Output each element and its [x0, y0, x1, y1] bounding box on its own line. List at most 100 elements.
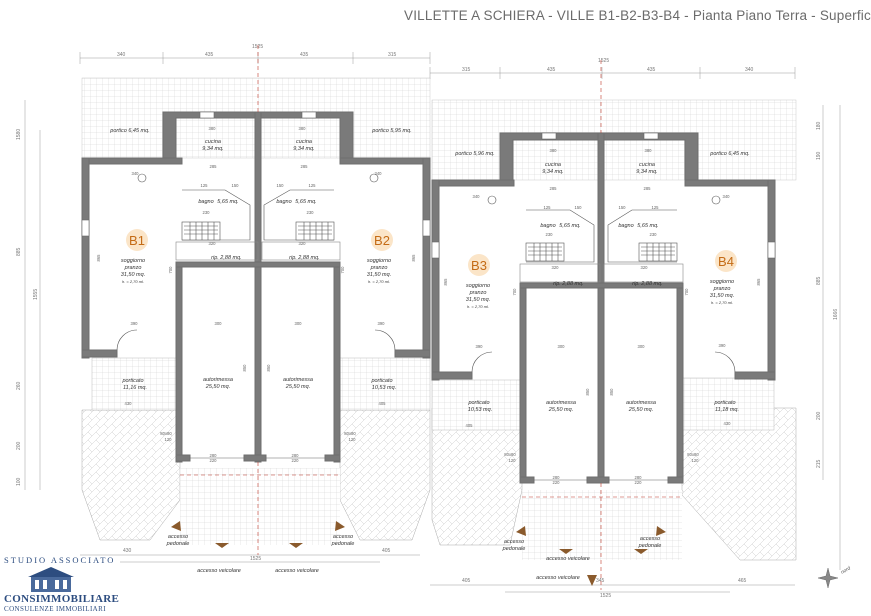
- plan-label: pedonale: [638, 543, 662, 549]
- plan-label: 285: [301, 164, 309, 169]
- plan-label: 180: [816, 121, 822, 130]
- plan-label: 190: [816, 151, 822, 160]
- plan-label: pedonale: [166, 541, 190, 547]
- plan-label: 435: [547, 67, 556, 73]
- plan-label: 280: [553, 475, 561, 480]
- plan-label: 1580: [16, 129, 22, 140]
- plan-label: 120: [349, 437, 357, 442]
- plan-label: 10,53 mq.: [372, 385, 396, 391]
- plan-label: 320: [209, 241, 217, 246]
- plan-label: 380: [209, 126, 217, 131]
- plan-label: autorimessa: [626, 400, 656, 406]
- plan-label: rip.: [289, 255, 297, 261]
- plan-label: 100: [16, 477, 22, 486]
- plan-label: 340: [473, 194, 481, 199]
- plan-label: soggiorno: [710, 279, 734, 285]
- plan-label: accesso: [640, 536, 660, 542]
- plan-label: portico 6,45 mq.: [709, 151, 749, 157]
- logo-top-text: STUDIO ASSOCIATO: [4, 555, 116, 565]
- plan-label: soggiorno: [466, 283, 490, 289]
- unit-label-b3: B3: [471, 258, 487, 273]
- plan-label: 11,16 mq.: [123, 385, 147, 391]
- front-lawn-b2: [339, 409, 431, 541]
- plan-label: 435: [647, 67, 656, 73]
- studio-logo: STUDIO ASSOCIATO CONSIMMOBILIARE CONSULE…: [4, 555, 119, 613]
- plan-label: 10,53 mq.: [468, 407, 492, 413]
- dimension-labels: 340 435 435 315 315 435 435 340 1525 152…: [16, 44, 839, 599]
- plan-label: 280: [292, 453, 300, 458]
- drawing-title: VILLETTE A SCHIERA - VILLE B1-B2-B3-B4 -…: [404, 8, 871, 23]
- plan-label: 380: [645, 148, 653, 153]
- plan-label: 885: [16, 247, 22, 256]
- plan-label: 300: [295, 321, 303, 326]
- plan-label: 9,34 mq.: [202, 146, 223, 152]
- plan-label: 80x80: [504, 452, 516, 457]
- plan-label: 80x80: [160, 431, 172, 436]
- plan-label: rip.: [211, 255, 219, 261]
- plan-label: pranzo: [370, 265, 388, 271]
- plan-label: cucina: [639, 162, 655, 168]
- unit-label-b1: B1: [129, 233, 145, 248]
- plan-label: 390: [378, 321, 386, 326]
- plan-label: 465: [738, 578, 747, 584]
- plan-label: h. = 2,70 ml.: [122, 279, 144, 284]
- plan-label: 125: [309, 183, 317, 188]
- plan-label: 230: [650, 232, 658, 237]
- plan-label: porticato: [467, 400, 489, 406]
- plan-label: 2,88 mq.: [297, 255, 319, 261]
- interior-partitions-left: [116, 173, 396, 351]
- plan-label: accesso: [168, 534, 188, 540]
- plan-label: 5,65 mq.: [637, 223, 658, 229]
- plan-label: 80x80: [687, 452, 699, 457]
- plan-label: accesso veicolare: [546, 556, 590, 562]
- plan-label: accesso: [333, 534, 353, 540]
- plan-label: 850: [266, 364, 271, 372]
- plan-label: 9,34 mq.: [293, 146, 314, 152]
- plan-label: nord: [840, 565, 852, 575]
- plan-label: porticato: [121, 378, 143, 384]
- plan-label: 405: [382, 548, 391, 554]
- plan-label: cucina: [296, 139, 312, 145]
- plan-label: 405: [379, 401, 387, 406]
- plan-label: 700: [168, 266, 173, 274]
- windows-left: [81, 111, 431, 237]
- plan-label: 230: [203, 210, 211, 215]
- plan-label: 390: [476, 344, 484, 349]
- plan-label: soggiorno: [367, 258, 391, 264]
- plan-label: 150: [575, 205, 583, 210]
- plan-label: 320: [552, 265, 560, 270]
- driveway-left: [180, 468, 340, 545]
- plan-label: 25,50 mq.: [205, 384, 230, 390]
- plan-label: 1525: [250, 556, 261, 562]
- logo-main-text: CONSIMMOBILIARE: [4, 593, 120, 605]
- dimension-lines: [24, 52, 841, 593]
- plan-label: h. = 2,70 ml.: [467, 304, 489, 309]
- plan-label: accesso veicolare: [536, 575, 580, 581]
- plan-label: portico 6,45 mq.: [109, 128, 149, 134]
- plan-label: 150: [277, 183, 285, 188]
- left-building-block: [81, 77, 431, 545]
- plan-label: 1525: [600, 593, 611, 599]
- plan-label: 31,50 mq.: [466, 297, 490, 303]
- plan-label: 320: [641, 265, 649, 270]
- room-labels: soggiorno pranzo 31,50 mq. h. = 2,70 ml.…: [109, 128, 749, 581]
- plan-label: 700: [512, 288, 517, 296]
- plan-label: 230: [307, 210, 315, 215]
- plan-label: porticato: [370, 378, 392, 384]
- plan-label: 25,50 mq.: [628, 407, 653, 413]
- plan-label: h. = 2,70 ml.: [368, 279, 390, 284]
- building-icon: [28, 567, 74, 592]
- plan-label: 300: [215, 321, 223, 326]
- plan-label: 215: [816, 459, 822, 468]
- plan-label: 280: [210, 453, 218, 458]
- plan-label: 405: [462, 578, 471, 584]
- plan-label: 1525: [598, 58, 609, 64]
- plan-label: 285: [210, 164, 218, 169]
- plan-label: 5,65 mq.: [559, 223, 580, 229]
- walls-right: [431, 132, 776, 484]
- plan-label: 865: [96, 254, 101, 262]
- plan-label: soggiorno: [121, 258, 145, 264]
- plan-label: 120: [509, 458, 517, 463]
- plan-label: 340: [723, 194, 731, 199]
